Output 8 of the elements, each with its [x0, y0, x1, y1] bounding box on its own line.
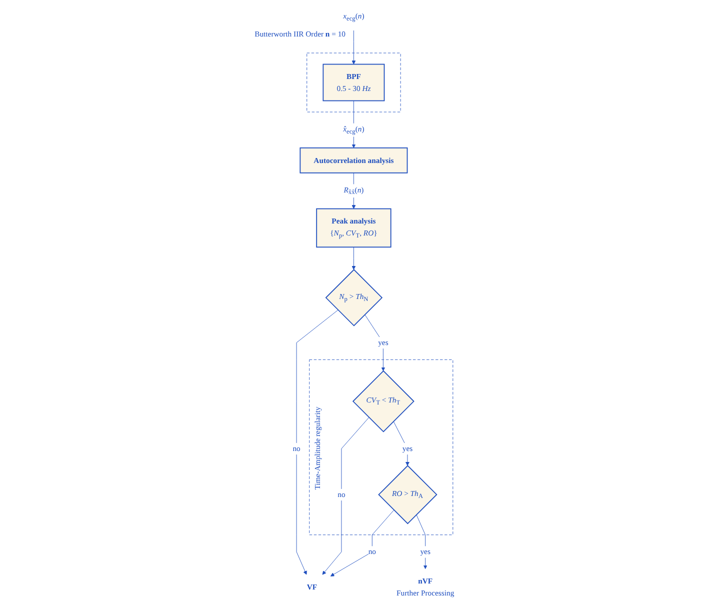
- node-diamond: [352, 370, 415, 432]
- cluster: [310, 359, 454, 536]
- node-box: [300, 147, 408, 174]
- cluster: [307, 52, 402, 112]
- node-diamond: [326, 269, 383, 326]
- node-diamond: [378, 465, 438, 524]
- node-box: [316, 208, 392, 248]
- node-box: [323, 64, 386, 102]
